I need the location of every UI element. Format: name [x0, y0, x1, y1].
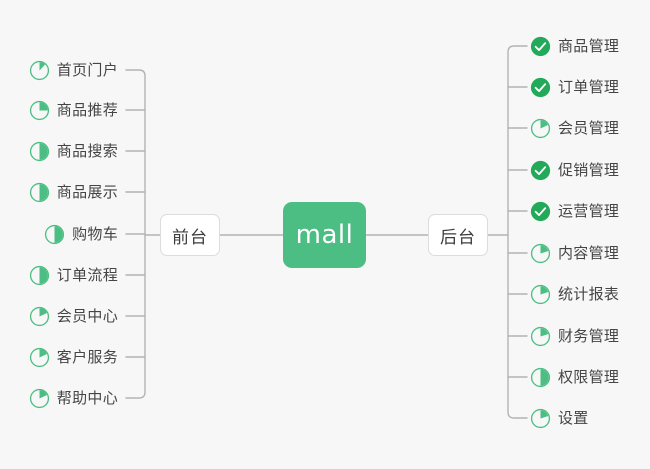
- leaf-node[interactable]: 财务管理: [530, 323, 619, 349]
- pie-progress-icon: [29, 388, 49, 408]
- check-circle-icon: [530, 201, 551, 221]
- pie-progress-icon: [29, 306, 49, 326]
- leaf-node-label: 运营管理: [558, 202, 620, 220]
- leaf-node-label: 商品管理: [558, 37, 620, 55]
- leaf-node-label: 商品展示: [56, 183, 118, 201]
- pie-progress-icon: [29, 182, 49, 202]
- leaf-node-label: 商品搜索: [56, 142, 118, 160]
- leaf-node-label: 帮助中心: [56, 389, 118, 407]
- leaf-node[interactable]: 商品推荐: [29, 97, 118, 123]
- leaf-node-label: 设置: [558, 409, 589, 427]
- leaf-node-label: 商品推荐: [56, 101, 118, 119]
- leaf-node[interactable]: 运营管理: [530, 198, 619, 224]
- pie-progress-icon: [29, 100, 49, 120]
- pie-progress-icon: [530, 284, 551, 304]
- leaf-node-label: 促销管理: [558, 161, 620, 179]
- pie-progress-icon: [29, 347, 49, 367]
- leaf-node[interactable]: 商品展示: [29, 179, 118, 205]
- leaf-node[interactable]: 统计报表: [530, 281, 619, 307]
- leaf-node-label: 权限管理: [558, 368, 620, 386]
- pie-progress-icon: [530, 367, 551, 387]
- check-circle-icon: [530, 77, 551, 97]
- leaf-node-label: 订单管理: [558, 78, 620, 96]
- leaf-node-label: 购物车: [72, 225, 118, 243]
- leaf-node[interactable]: 会员中心: [29, 303, 118, 329]
- leaf-node-label: 会员中心: [56, 307, 118, 325]
- check-circle-icon: [530, 36, 551, 56]
- branch-node-backend-label: 后台: [440, 227, 476, 248]
- pie-progress-icon: [29, 265, 49, 285]
- leaf-node[interactable]: 设置: [530, 405, 589, 431]
- branch-node-backend[interactable]: 后台: [428, 214, 488, 256]
- pie-progress-icon: [530, 408, 551, 428]
- leaf-node[interactable]: 商品管理: [530, 33, 619, 59]
- leaf-node[interactable]: 订单流程: [29, 262, 118, 288]
- branch-node-frontend[interactable]: 前台: [160, 214, 220, 256]
- leaf-node[interactable]: 促销管理: [530, 157, 619, 183]
- branch-node-frontend-label: 前台: [172, 227, 208, 248]
- leaf-node[interactable]: 会员管理: [530, 115, 619, 141]
- pie-progress-icon: [530, 326, 551, 346]
- leaf-node[interactable]: 内容管理: [530, 240, 619, 266]
- pie-progress-icon: [530, 118, 551, 138]
- leaf-node[interactable]: 帮助中心: [29, 385, 118, 411]
- leaf-node-label: 内容管理: [558, 244, 620, 262]
- pie-progress-icon: [45, 224, 65, 244]
- pie-progress-icon: [29, 60, 49, 80]
- leaf-node-label: 财务管理: [558, 327, 620, 345]
- root-node-label: mall: [295, 220, 354, 250]
- leaf-node[interactable]: 首页门户: [29, 57, 118, 83]
- leaf-node[interactable]: 客户服务: [29, 344, 118, 370]
- check-circle-icon: [530, 160, 551, 180]
- leaf-node-label: 首页门户: [56, 61, 118, 79]
- pie-progress-icon: [530, 243, 551, 263]
- leaf-node[interactable]: 商品搜索: [29, 138, 118, 164]
- leaf-node[interactable]: 权限管理: [530, 364, 619, 390]
- leaf-node-label: 订单流程: [56, 266, 118, 284]
- root-node-mall[interactable]: mall: [283, 202, 366, 268]
- leaf-node-label: 统计报表: [558, 285, 620, 303]
- leaf-node-label: 客户服务: [56, 348, 118, 366]
- leaf-node[interactable]: 订单管理: [530, 74, 619, 100]
- pie-progress-icon: [29, 141, 49, 161]
- leaf-node-label: 会员管理: [558, 119, 620, 137]
- leaf-node[interactable]: 购物车: [44, 221, 118, 247]
